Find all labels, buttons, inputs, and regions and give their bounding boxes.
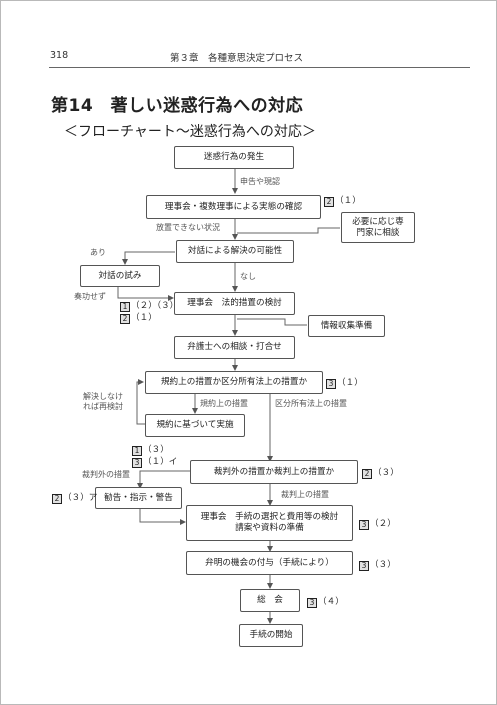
box-warning-instruction: 勧告・指示・警告 [95, 487, 182, 509]
ref-r4a: 1（３） [132, 443, 169, 456]
box-legal-measures-review: 理事会 法的措置の検討 [174, 292, 295, 315]
box-rules-or-law: 規約上の措置か区分所有法上の措置か [145, 371, 323, 394]
label-not-succeeded: 奏功せず [74, 292, 106, 301]
ref-r6: 2（３）ア [52, 491, 97, 504]
ref-r8: 3（３） [359, 558, 396, 571]
box-consult-expert: 必要に応じ専 門家に相談 [341, 212, 415, 243]
label-out-of-court: 裁判外の措置 [82, 470, 130, 479]
ref-r7: 3（２） [359, 517, 396, 530]
label-in-court: 裁判上の措置 [281, 490, 329, 499]
arrow-b12-b13 [139, 509, 186, 525]
box-dialogue-possibility: 対話による解決の可能性 [176, 240, 294, 263]
line-b3-join [237, 227, 340, 234]
box-lawyer-consultation: 弁護士への相談・打合せ [174, 336, 295, 359]
line-b7-join [237, 318, 307, 326]
label-no: なし [240, 272, 256, 281]
ref-r2a: 1（２）（３） [120, 299, 178, 312]
box-general-meeting: 総 会 [240, 589, 300, 612]
ref-r9: 3（４） [307, 595, 344, 608]
label-yes: あり [90, 248, 106, 257]
label-reconsider: 解決しなけ れば再検討 [83, 392, 123, 411]
arrow-b5-b6 [117, 285, 174, 301]
box-info-gathering: 情報収集準備 [308, 315, 385, 337]
label-law-measure: 区分所有法上の措置 [275, 399, 347, 408]
section-title: 第14 著しい迷惑行為への対応 [51, 96, 304, 116]
box-opportunity-explanation: 弁明の機会の付与（手続により） [186, 551, 353, 575]
box-rules-implementation: 規約に基づいて実施 [145, 414, 245, 437]
arrow-b10-loop [136, 379, 145, 425]
label-rules-measure: 規約上の措置 [200, 399, 248, 408]
label-cannot-ignore: 放置できない状況 [156, 223, 220, 232]
ref-r3: 3（１） [326, 376, 363, 389]
label-report: 申告や現認 [240, 177, 280, 186]
header-rule [49, 67, 470, 68]
arrow-b4-b5 [122, 251, 175, 265]
box-confirm-facts: 理事会・複数理事による実態の確認 [146, 195, 321, 219]
box-start-procedure: 手続の開始 [239, 624, 303, 647]
box-procedure-selection: 理事会 手続の選択と費用等の検討 請案や資料の準備 [186, 505, 353, 541]
page-number: 318 [50, 50, 69, 61]
ref-r1: 2（１） [324, 194, 361, 207]
chapter-header: 第３章 各種意思決定プロセス [170, 53, 304, 64]
flowchart-subtitle: ＜フローチャート～迷惑行為への対応＞ [64, 124, 316, 140]
arrow-b11-b12 [137, 470, 190, 489]
box-court-or-not: 裁判外の措置か裁判上の措置か [190, 460, 358, 484]
ref-r2b: 2（１） [120, 311, 157, 324]
ref-r5: 2（３） [362, 466, 399, 479]
ref-r4b: 3（１）イ [132, 455, 177, 468]
box-incident-occurs: 迷惑行為の発生 [174, 146, 294, 169]
box-attempt-dialogue: 対話の試み [80, 265, 160, 287]
